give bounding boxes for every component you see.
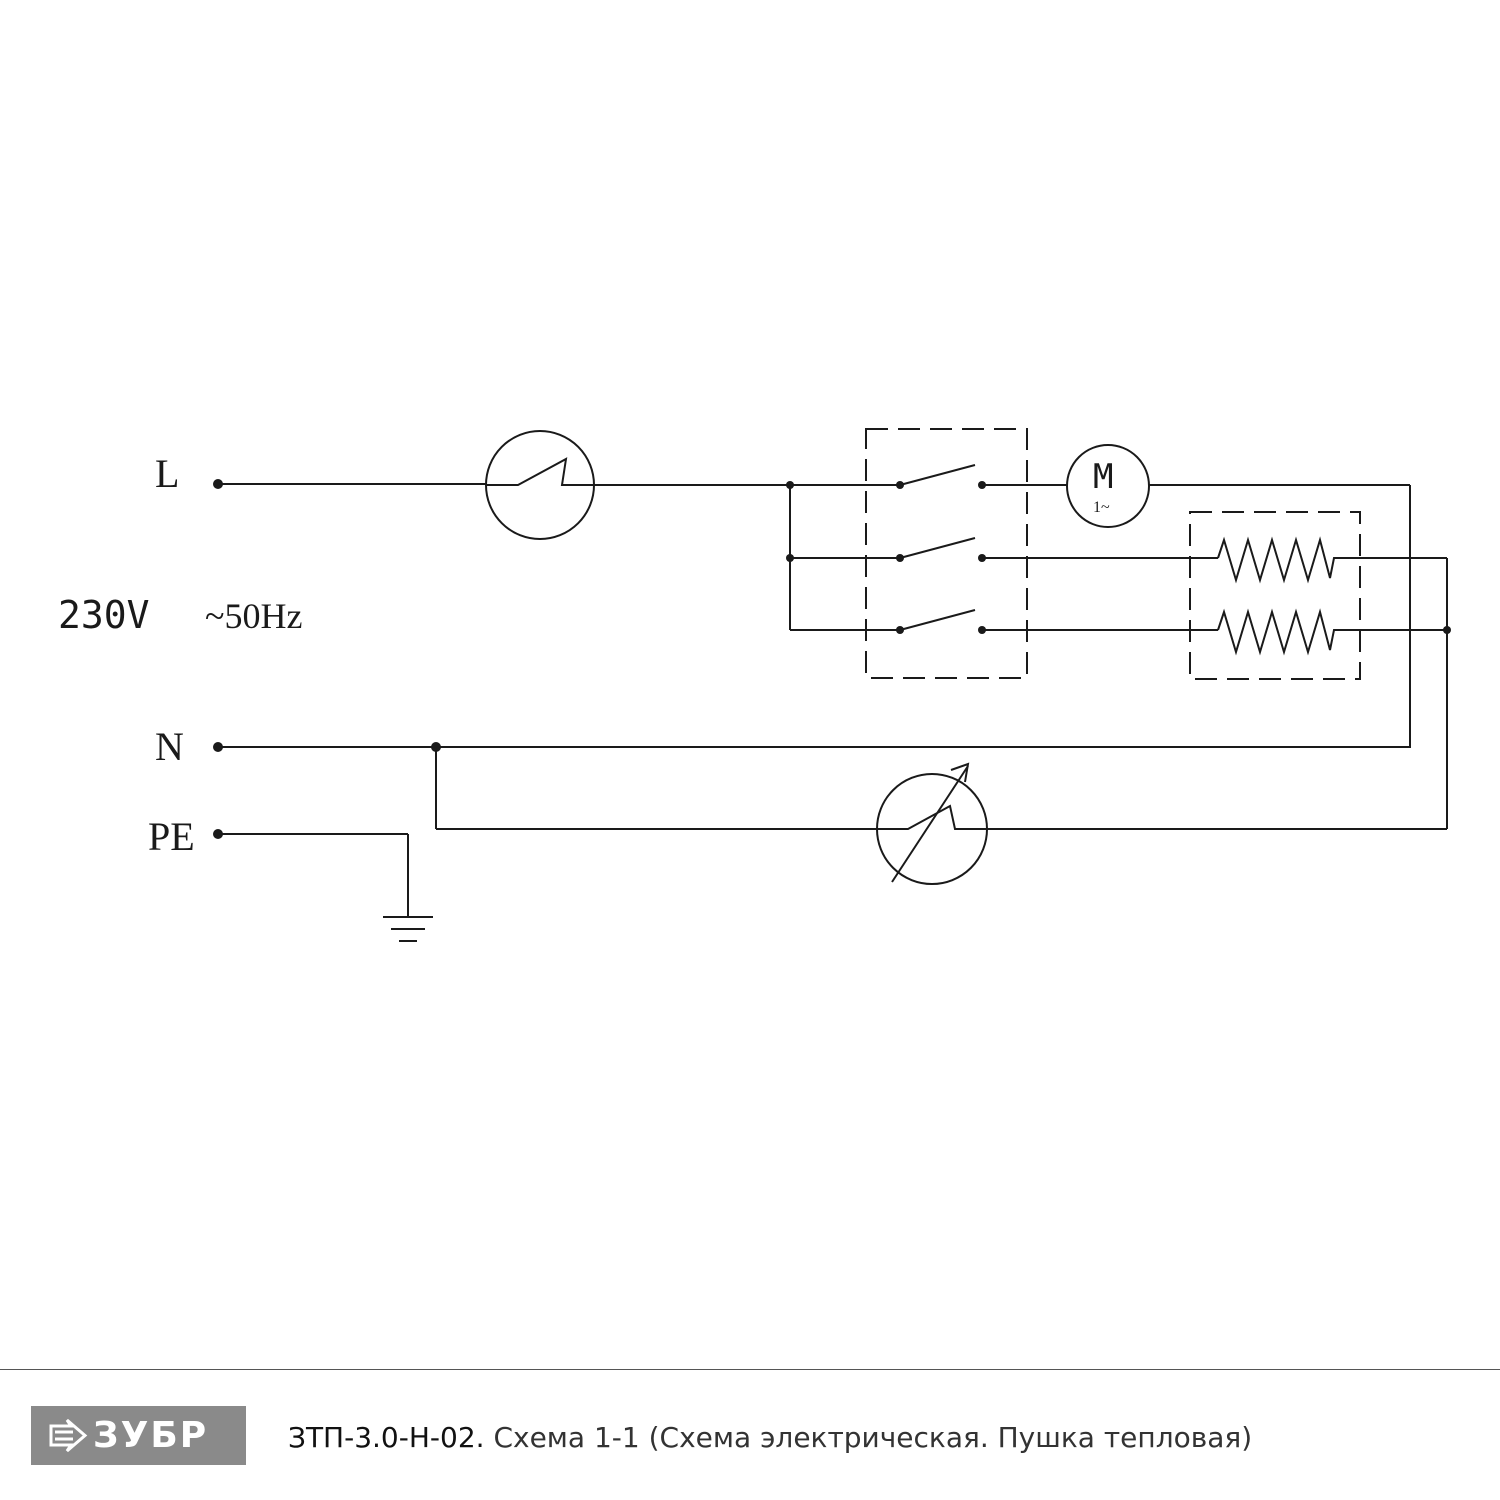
footer-divider: [0, 1369, 1500, 1370]
thermostat: [876, 762, 988, 885]
diagram-caption: Схема 1-1 (Схема электрическая. Пушка те…: [493, 1421, 1253, 1454]
selector-switch-box: [865, 428, 1028, 679]
terminal-pe-label: PE: [148, 814, 195, 859]
fan-motor: M 1~: [1066, 444, 1150, 528]
supply-voltage-label: 230V: [58, 593, 150, 637]
footer-caption: ЗТП-3.0-Н-02. Схема 1-1 (Схема электриче…: [288, 1421, 1252, 1454]
switch-contact-1: [790, 464, 1067, 489]
model-number: ЗТП-3.0-Н-02.: [288, 1421, 485, 1454]
terminal-l-label: L: [155, 451, 179, 496]
heating-element-2: [1217, 608, 1447, 656]
switch-contact-2: [790, 537, 1218, 562]
heater-box: [1189, 511, 1361, 680]
supply-frequency-label: ~50Hz: [205, 596, 302, 636]
terminal-n-label: N: [155, 724, 184, 769]
brand-name: ЗУБР: [93, 1415, 209, 1456]
heating-element-1: [1217, 536, 1447, 584]
thermal-cutout: [485, 430, 595, 540]
motor-letter: M: [1093, 457, 1113, 497]
motor-phase: 1~: [1093, 499, 1110, 516]
brand-logo: ЗУБР: [31, 1406, 246, 1465]
switch-contact-3: [790, 609, 1218, 634]
arrow-icon: [49, 1418, 88, 1453]
ground-icon: [383, 916, 433, 942]
